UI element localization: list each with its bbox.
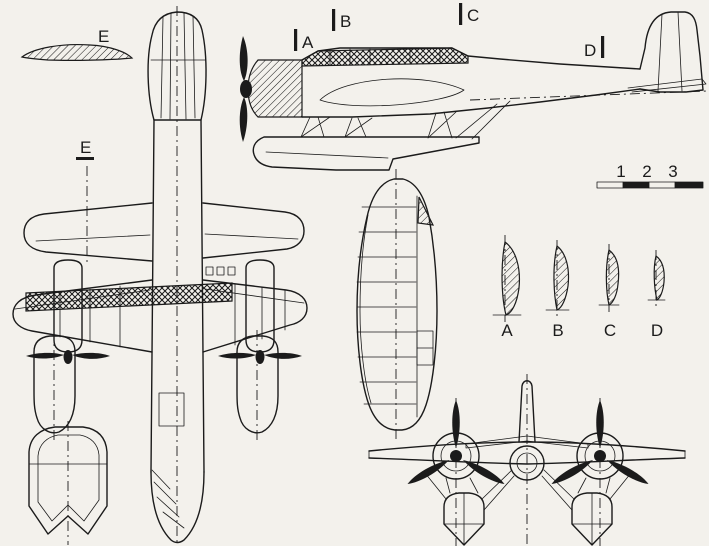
front-view <box>368 374 686 546</box>
float-front-left <box>424 469 515 546</box>
fuselage-plan <box>150 119 236 544</box>
section-profiles: A B C D <box>492 235 666 340</box>
wing-plan-right <box>202 279 308 353</box>
section-profile-a: A <box>492 235 522 340</box>
fin-plan <box>147 11 207 121</box>
section-marker-a: A <box>294 29 314 52</box>
float-struts-front-left <box>424 469 515 511</box>
section-marker-b: B <box>332 9 351 31</box>
profile-label-c: C <box>604 321 616 340</box>
hinge-hatch <box>417 196 435 226</box>
profile-label-b: B <box>552 321 563 340</box>
section-label-c: C <box>467 6 479 25</box>
section-label-b: B <box>340 12 351 31</box>
fuselage-side <box>301 47 641 118</box>
fuselage-windows <box>205 266 236 276</box>
scale-number-2: 2 <box>642 162 651 181</box>
float-struts-front-right <box>541 469 632 511</box>
section-line-e: E <box>76 138 94 263</box>
section-profile-d: D <box>647 250 666 340</box>
plan-view: E <box>12 6 308 545</box>
engine-nacelle-plan-left <box>26 259 110 364</box>
float-struts-side <box>300 100 511 140</box>
hull-cross-section-detail <box>28 421 108 545</box>
engine-front-right <box>551 398 649 546</box>
section-tick-a <box>294 29 298 51</box>
plan-section-e-label: E <box>80 138 91 157</box>
section-tick-c <box>459 3 463 25</box>
float-plan-left <box>33 330 76 440</box>
section-marker-c: C <box>459 3 479 25</box>
main-float-side <box>252 136 480 171</box>
airfoil-profile-e: E <box>20 27 134 61</box>
tail-fin-front <box>465 380 589 449</box>
side-view: A B C D <box>239 3 708 171</box>
section-label-a: A <box>302 33 314 52</box>
wings-front <box>368 441 686 465</box>
float-front-right <box>541 469 632 546</box>
tail-fin-side <box>627 11 707 93</box>
plan-section-e-underline <box>76 157 94 160</box>
scale-number-1: 1 <box>616 162 625 181</box>
engine-nacelle-plan-right <box>218 259 302 364</box>
profile-label-d: D <box>651 321 663 340</box>
section-profile-c: C <box>598 244 620 340</box>
scale-bar: 1 2 3 <box>596 162 704 189</box>
section-marker-d: D <box>584 36 605 60</box>
tailplane-plan <box>23 202 305 262</box>
fuselage-hatch-door <box>158 392 185 427</box>
walkway-hatch-band <box>25 282 233 312</box>
engine-front-left <box>407 398 505 546</box>
section-tick-d <box>601 36 605 58</box>
engine-cowling <box>247 59 303 118</box>
section-tick-b <box>332 9 336 31</box>
profile-label-a: A <box>501 321 513 340</box>
scale-number-3: 3 <box>668 162 677 181</box>
section-profile-b: B <box>545 240 570 340</box>
tailplane-panel-detail <box>356 169 438 440</box>
airfoil-e-label: E <box>98 27 109 46</box>
section-label-d: D <box>584 41 596 60</box>
float-plan-right <box>236 330 279 440</box>
nose-glazing <box>151 469 185 529</box>
